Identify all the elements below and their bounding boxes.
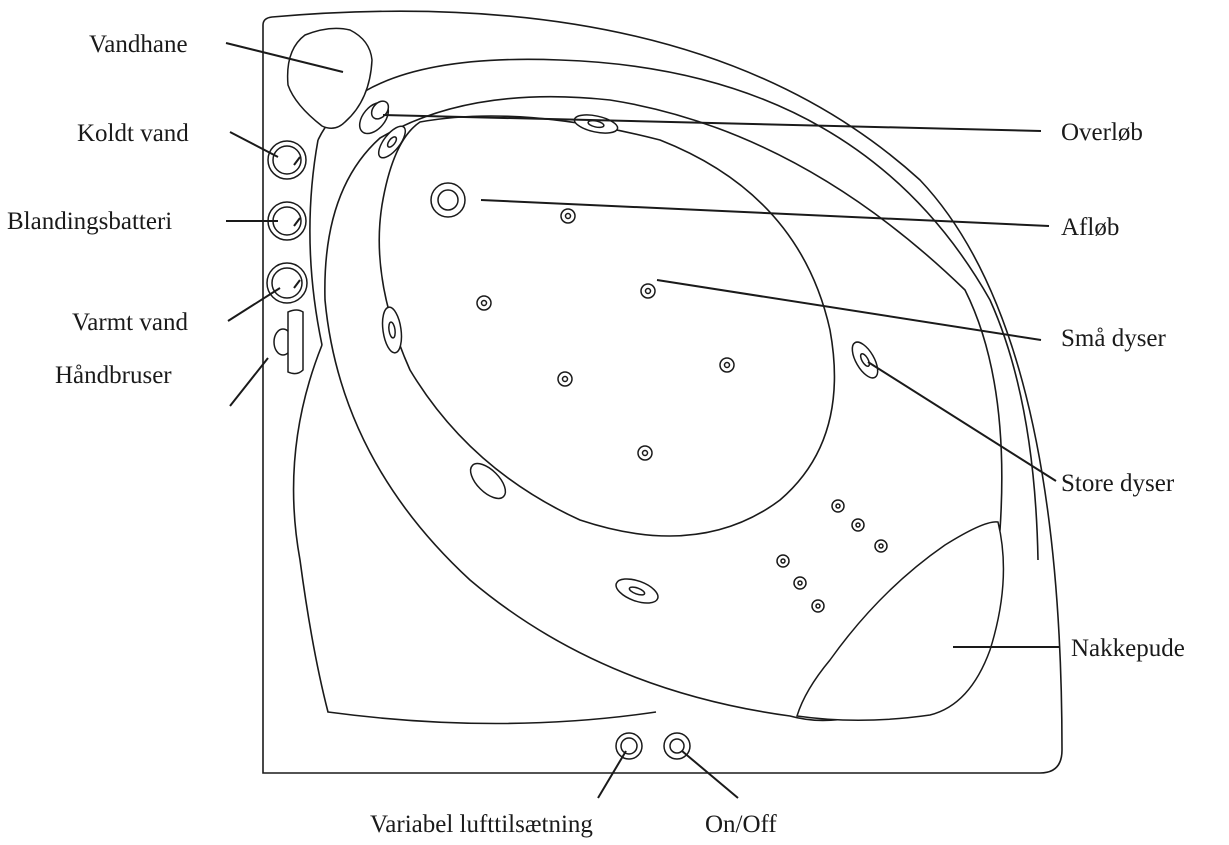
label-smaa-dyser: Små dyser — [1061, 325, 1167, 352]
label-blandingsbatteri: Blandingsbatteri — [7, 208, 172, 235]
hot-water-tap — [266, 262, 308, 304]
label-nakkepude: Nakkepude — [1071, 635, 1185, 662]
leader-variabel-lufttilsaetning — [597, 750, 627, 799]
inner-oval — [378, 115, 836, 537]
small-jets — [476, 208, 888, 613]
label-store-dyser: Store dyser — [1061, 470, 1175, 497]
seat-contour — [292, 344, 657, 725]
label-vandhane: Vandhane — [89, 31, 188, 58]
label-afloeb: Afløb — [1061, 214, 1119, 241]
label-overloeb: Overløb — [1061, 119, 1143, 146]
large-jets — [381, 114, 879, 604]
tub-rim-side — [309, 139, 323, 346]
leader-on-off — [681, 750, 739, 799]
label-haandbruser: Håndbruser — [55, 362, 172, 389]
leader-haandbruser — [229, 357, 269, 407]
leader-smaa-dyser — [656, 279, 1042, 341]
headrest-shape — [796, 521, 1005, 721]
leader-store-dyser — [867, 361, 1057, 482]
drain — [430, 182, 466, 218]
label-on-off: On/Off — [705, 811, 777, 838]
leader-overloeb — [382, 114, 1042, 132]
label-variabel-lufttilsaetning: Variabel lufttilsætning — [370, 811, 593, 838]
leader-koldt-vand — [229, 131, 279, 158]
faucet-shape — [286, 27, 373, 129]
tub-outline — [262, 10, 1063, 774]
label-varmt-vand: Varmt vand — [72, 309, 188, 336]
tub-rim — [317, 58, 1039, 561]
air-control-button — [615, 732, 643, 760]
label-koldt-vand: Koldt vand — [77, 120, 189, 147]
hand-shower — [273, 309, 304, 375]
leader-varmt-vand — [227, 287, 281, 322]
leader-afloeb — [480, 199, 1050, 227]
cold-water-tap — [267, 140, 307, 180]
leader-vandhane — [225, 42, 344, 73]
